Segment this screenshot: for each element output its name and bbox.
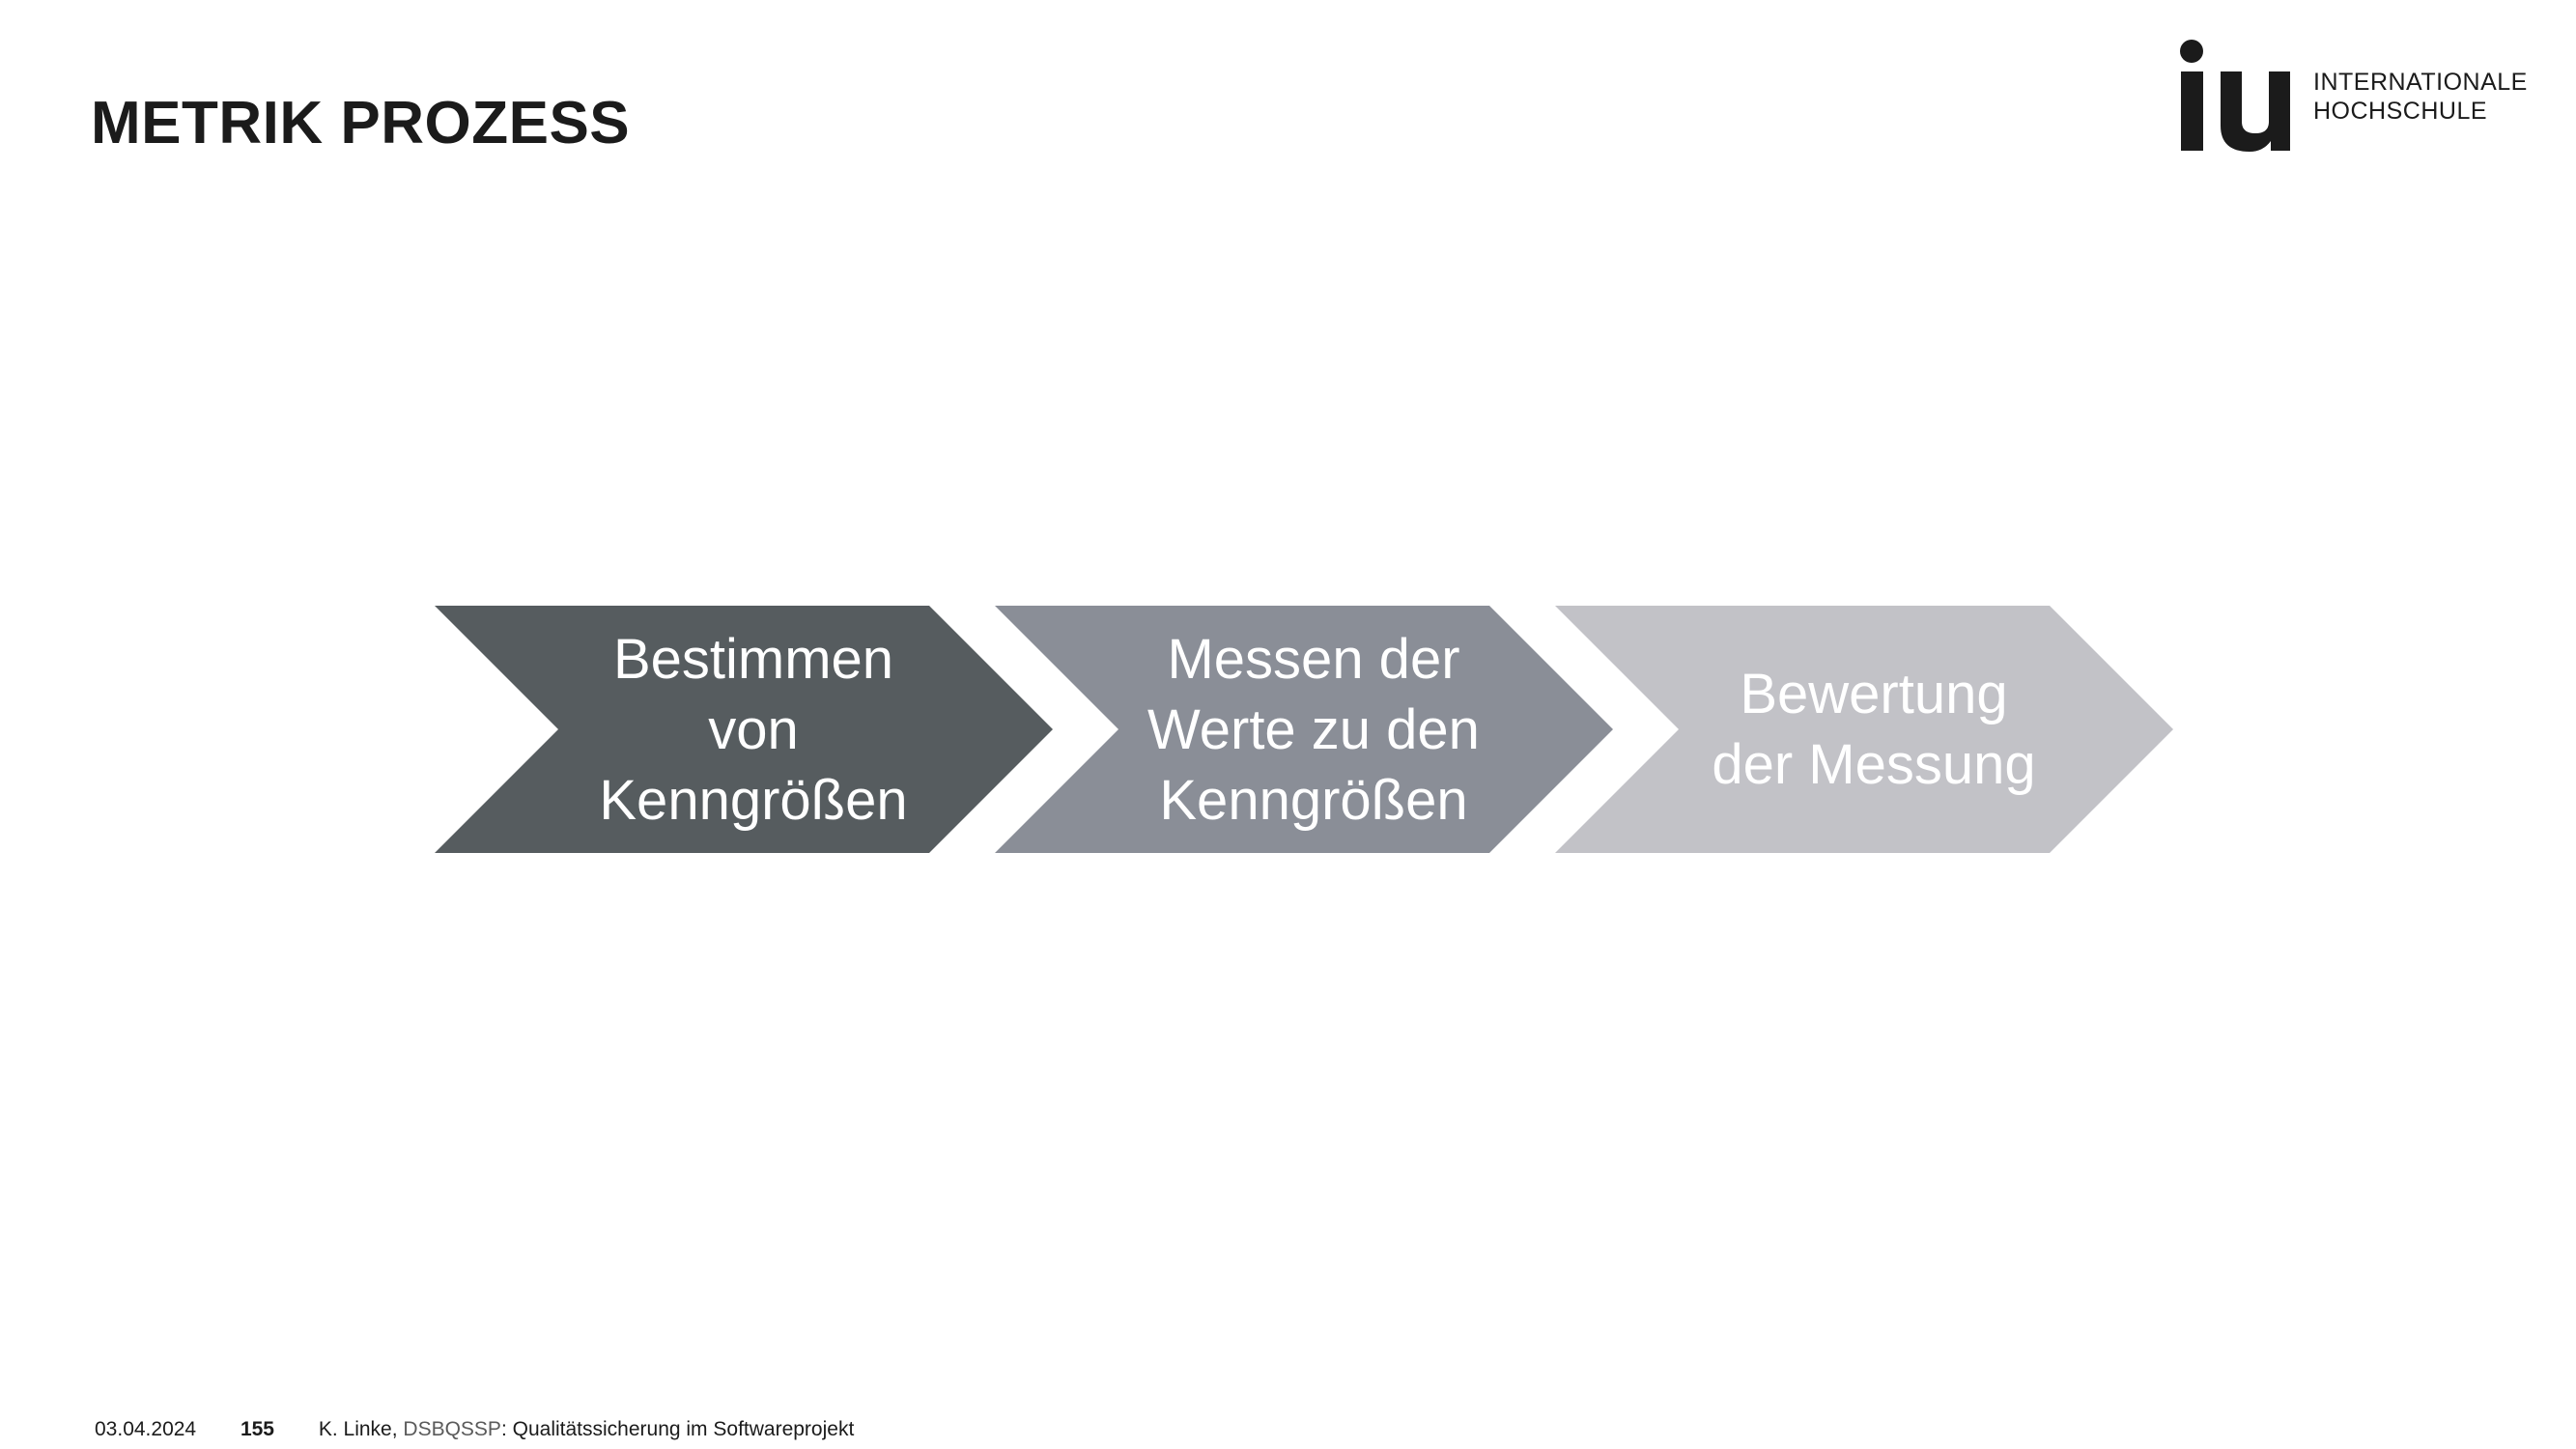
logo-line-1: INTERNATIONALE [2313, 69, 2528, 96]
logo-wordmark: INTERNATIONALE HOCHSCHULE [2313, 68, 2528, 126]
process-step-2: Messen der Werte zu den Kenngrößen [995, 606, 1613, 853]
footer-date: 03.04.2024 [95, 1418, 197, 1440]
chevron-shape [1555, 606, 2173, 853]
footer-author-name: K. Linke, [318, 1418, 404, 1440]
process-step-label: Bestimmen von Kenngrößen [599, 627, 908, 832]
slide-footer: 03.04.2024 155 K. Linke, DSBQSSP: Qualit… [95, 1418, 854, 1441]
iu-logo-mark [2180, 40, 2290, 152]
process-step-label: Bewertung der Messung [1712, 663, 2036, 796]
chevron-shape [435, 606, 1053, 853]
slide-title: METRIK PROZESS [91, 90, 631, 156]
logo-line-2: HOCHSCHULE [2313, 98, 2488, 125]
process-step-3: Bewertung der Messung [1555, 606, 2173, 853]
footer-author: K. Linke, DSBQSSP: Qualitätssicherung im… [319, 1418, 854, 1441]
chevron-shape [995, 606, 1613, 853]
process-flow: Bestimmen von Kenngrößen Messen der Wert… [435, 606, 2173, 853]
process-step-1: Bestimmen von Kenngrößen [435, 606, 1053, 853]
footer-course-title: : Qualitätssicherung im Softwareprojekt [500, 1418, 855, 1440]
iu-logo: INTERNATIONALE HOCHSCHULE [2178, 39, 2527, 155]
footer-page-number: 155 [240, 1418, 274, 1440]
process-step-label: Messen der Werte zu den Kenngrößen [1147, 627, 1480, 832]
footer-course-code: DSBQSSP [403, 1418, 501, 1440]
